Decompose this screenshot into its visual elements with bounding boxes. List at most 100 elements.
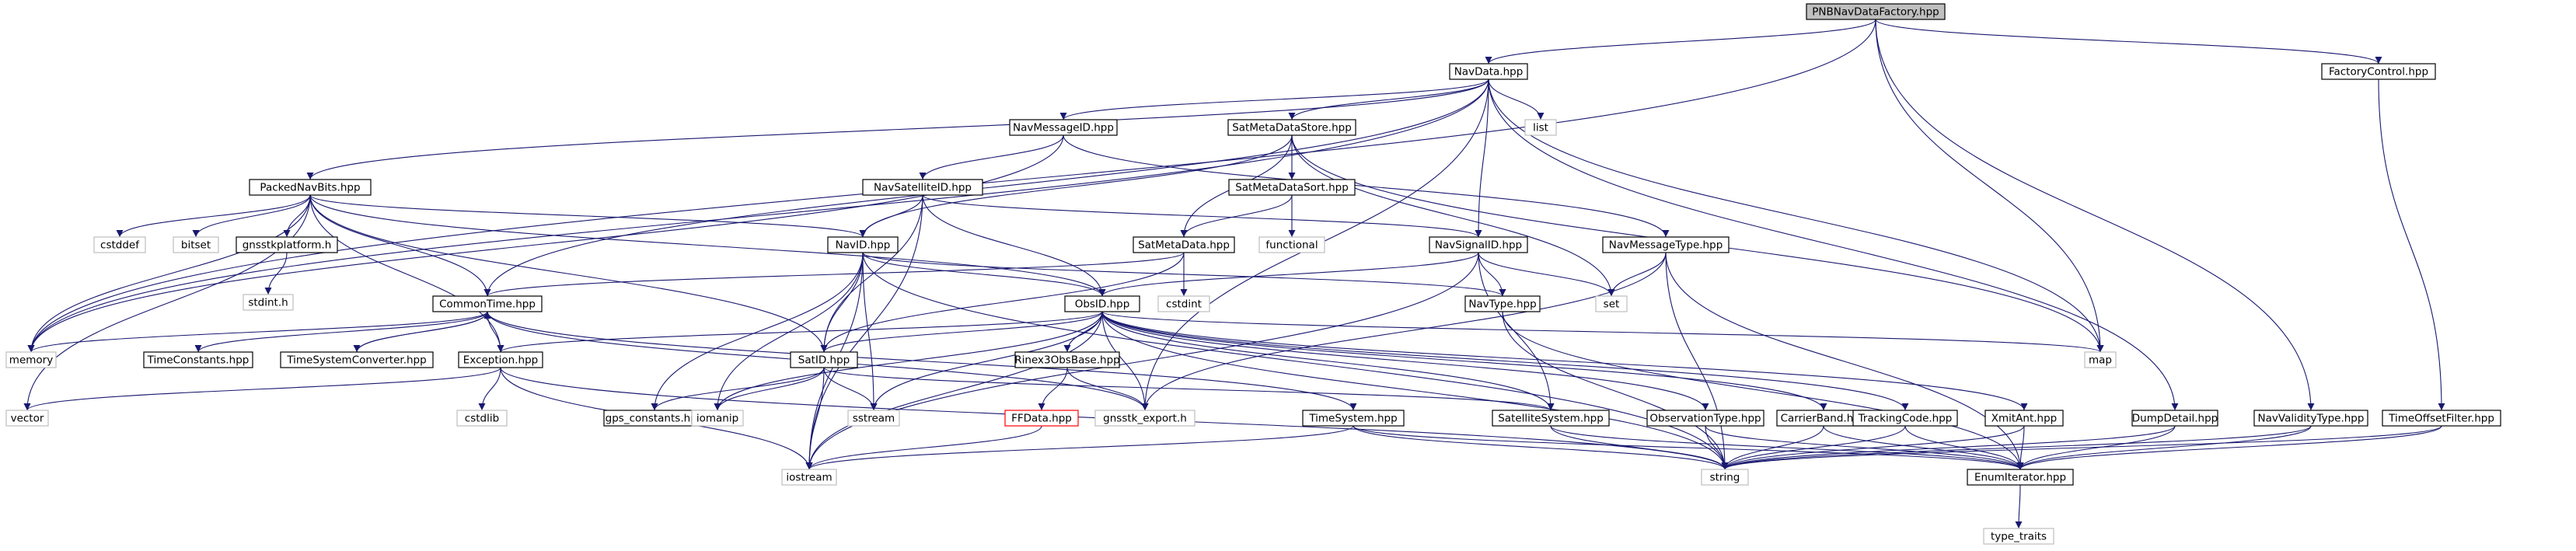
node-box-iomanip [691,410,744,427]
node-box-gnssexport [1094,410,1196,427]
node-dumpdetail[interactable]: DumpDetail.hpp [2131,410,2218,427]
node-box-cstddef [93,236,146,253]
node-box-rinex3[interactable] [1014,351,1120,368]
node-satmetasort[interactable]: SatMetaDataSort.hpp [1228,179,1356,196]
node-box-satmetasort[interactable] [1228,179,1356,196]
node-label-satid: SatID.hpp [798,354,850,367]
node-satsystem[interactable]: SatelliteSystem.hpp [1492,410,1610,427]
node-box-timeconst[interactable] [143,351,253,368]
node-box-stdint [243,294,294,311]
edge-dumpdetail-to-string [1721,425,2176,470]
node-label-obsid: ObsID.hpp [1075,298,1130,311]
node-box-satmetastore[interactable] [1227,119,1356,136]
node-factoryctl[interactable]: FactoryControl.hpp [2321,63,2436,80]
node-box-satsystem[interactable] [1492,410,1610,427]
edge-navid-to-string [862,252,1729,470]
node-obstype[interactable]: ObservationType.hpp [1646,410,1764,427]
node-pnb[interactable]: PNBNavDataFactory.hpp [1806,3,1946,20]
node-navsigid[interactable]: NavSignalID.hpp [1429,236,1528,253]
node-navvalidity[interactable]: NavValidityType.hpp [2253,410,2368,427]
node-navid[interactable]: NavID.hpp [827,236,899,253]
edge-timesystem-to-string [1353,425,1729,470]
node-box-exception[interactable] [458,351,543,368]
edge-navmsgid-to-navsatid [919,134,1064,180]
edge-navtype-to-enumiter [1502,311,2024,470]
edge-navmsgtype-to-enumiter [1665,252,2024,470]
node-box-obstype[interactable] [1646,410,1764,427]
node-ffdata: FFData.hpp [1004,410,1079,427]
edge-satmeta-to-commontime [483,252,1185,297]
edge-navvalidity-to-string [1721,425,2312,470]
node-cstdint: cstdint [1157,295,1210,312]
node-timeoffset[interactable]: TimeOffsetFilter.hpp [2382,410,2501,427]
node-box-navid[interactable] [827,236,899,253]
node-box-dumpdetail[interactable] [2131,410,2218,427]
node-timesystem[interactable]: TimeSystem.hpp [1302,410,1405,427]
node-label-ffdata: FFData.hpp [1011,413,1072,425]
edge-navdata-to-dumpdetail [1488,78,2179,411]
node-box-string [1701,469,1749,486]
node-trackingcode[interactable]: TrackingCode.hpp [1852,410,1958,427]
node-box-trackingcode[interactable] [1852,410,1958,427]
edge-satid-to-iomanip [714,367,825,411]
node-box-navsigid[interactable] [1429,236,1528,253]
node-box-navdata[interactable] [1449,63,1528,80]
node-gnssplat[interactable]: gnsstkplatform.h [236,236,338,253]
node-box-navmsgtype[interactable] [1602,236,1730,253]
edge-navid-to-iomanip [714,252,864,411]
node-box-pnb[interactable] [1806,3,1946,20]
node-box-navsatid[interactable] [862,179,983,196]
node-obsid[interactable]: ObsID.hpp [1064,295,1140,312]
node-box-enumiter[interactable] [1967,469,2074,486]
node-cstddef: cstddef [93,236,146,253]
node-timeconst[interactable]: TimeConstants.hpp [143,351,253,368]
edge-satmetastore-to-set [1291,134,1615,297]
node-label-stdint: stdint.h [248,297,288,309]
node-box-satmeta[interactable] [1133,236,1235,253]
node-satmetastore[interactable]: SatMetaDataStore.hpp [1227,119,1356,136]
node-box-navmsgid[interactable] [1009,119,1118,136]
node-xmitant[interactable]: XmitAnt.hpp [1984,410,2064,427]
node-label-sstream: sstream [853,413,895,425]
node-label-memory: memory [9,354,53,367]
edge-rinex3-to-gnssexport [1066,367,1149,411]
node-gpsconst[interactable]: gps_constants.hpp [603,410,706,427]
node-functional: functional [1258,236,1325,253]
node-label-navdata: NavData.hpp [1454,66,1524,78]
node-packed[interactable]: PackedNavBits.hpp [249,179,372,196]
node-label-bitset: bitset [181,239,211,252]
node-carrierband[interactable]: CarrierBand.hpp [1776,410,1871,427]
node-satmeta[interactable]: SatMetaData.hpp [1133,236,1235,253]
node-label-timeconst: TimeConstants.hpp [147,354,250,367]
node-box-xmitant[interactable] [1984,410,2064,427]
node-box-navtype[interactable] [1464,295,1541,312]
node-box-packed[interactable] [249,179,372,196]
node-navmsgid[interactable]: NavMessageID.hpp [1009,119,1118,136]
node-navdata[interactable]: NavData.hpp [1449,63,1528,80]
node-commontime[interactable]: CommonTime.hpp [432,295,543,312]
node-box-navvalidity[interactable] [2253,410,2368,427]
node-navsatid[interactable]: NavSatelliteID.hpp [862,179,983,196]
edge-obsid-to-iostream [805,311,1103,470]
node-enumiter[interactable]: EnumIterator.hpp [1967,469,2074,486]
node-box-obsid[interactable] [1064,295,1140,312]
edge-exception-to-vector [23,367,501,411]
edge-navdata-to-list [1488,78,1545,120]
node-box-satid[interactable] [790,351,858,368]
node-tsconv[interactable]: TimeSystemConverter.hpp [280,351,434,368]
node-box-commontime[interactable] [432,295,543,312]
node-box-functional [1258,236,1325,253]
node-satid[interactable]: SatID.hpp [790,351,858,368]
edge-packed-to-satid [309,194,828,353]
node-box-factoryctl[interactable] [2321,63,2436,80]
node-navmsgtype[interactable]: NavMessageType.hpp [1602,236,1730,253]
node-exception[interactable]: Exception.hpp [458,351,543,368]
node-rinex3[interactable]: Rinex3ObsBase.hpp [1014,351,1120,368]
node-box-gnssplat[interactable] [236,236,338,253]
node-box-tsconv[interactable] [280,351,434,368]
edge-obsid-to-obstype [1101,311,1709,411]
node-gnssexport: gnsstk_export.h [1094,410,1196,427]
node-box-timeoffset[interactable] [2382,410,2501,427]
node-box-timesystem[interactable] [1302,410,1405,427]
node-navtype[interactable]: NavType.hpp [1464,295,1541,312]
